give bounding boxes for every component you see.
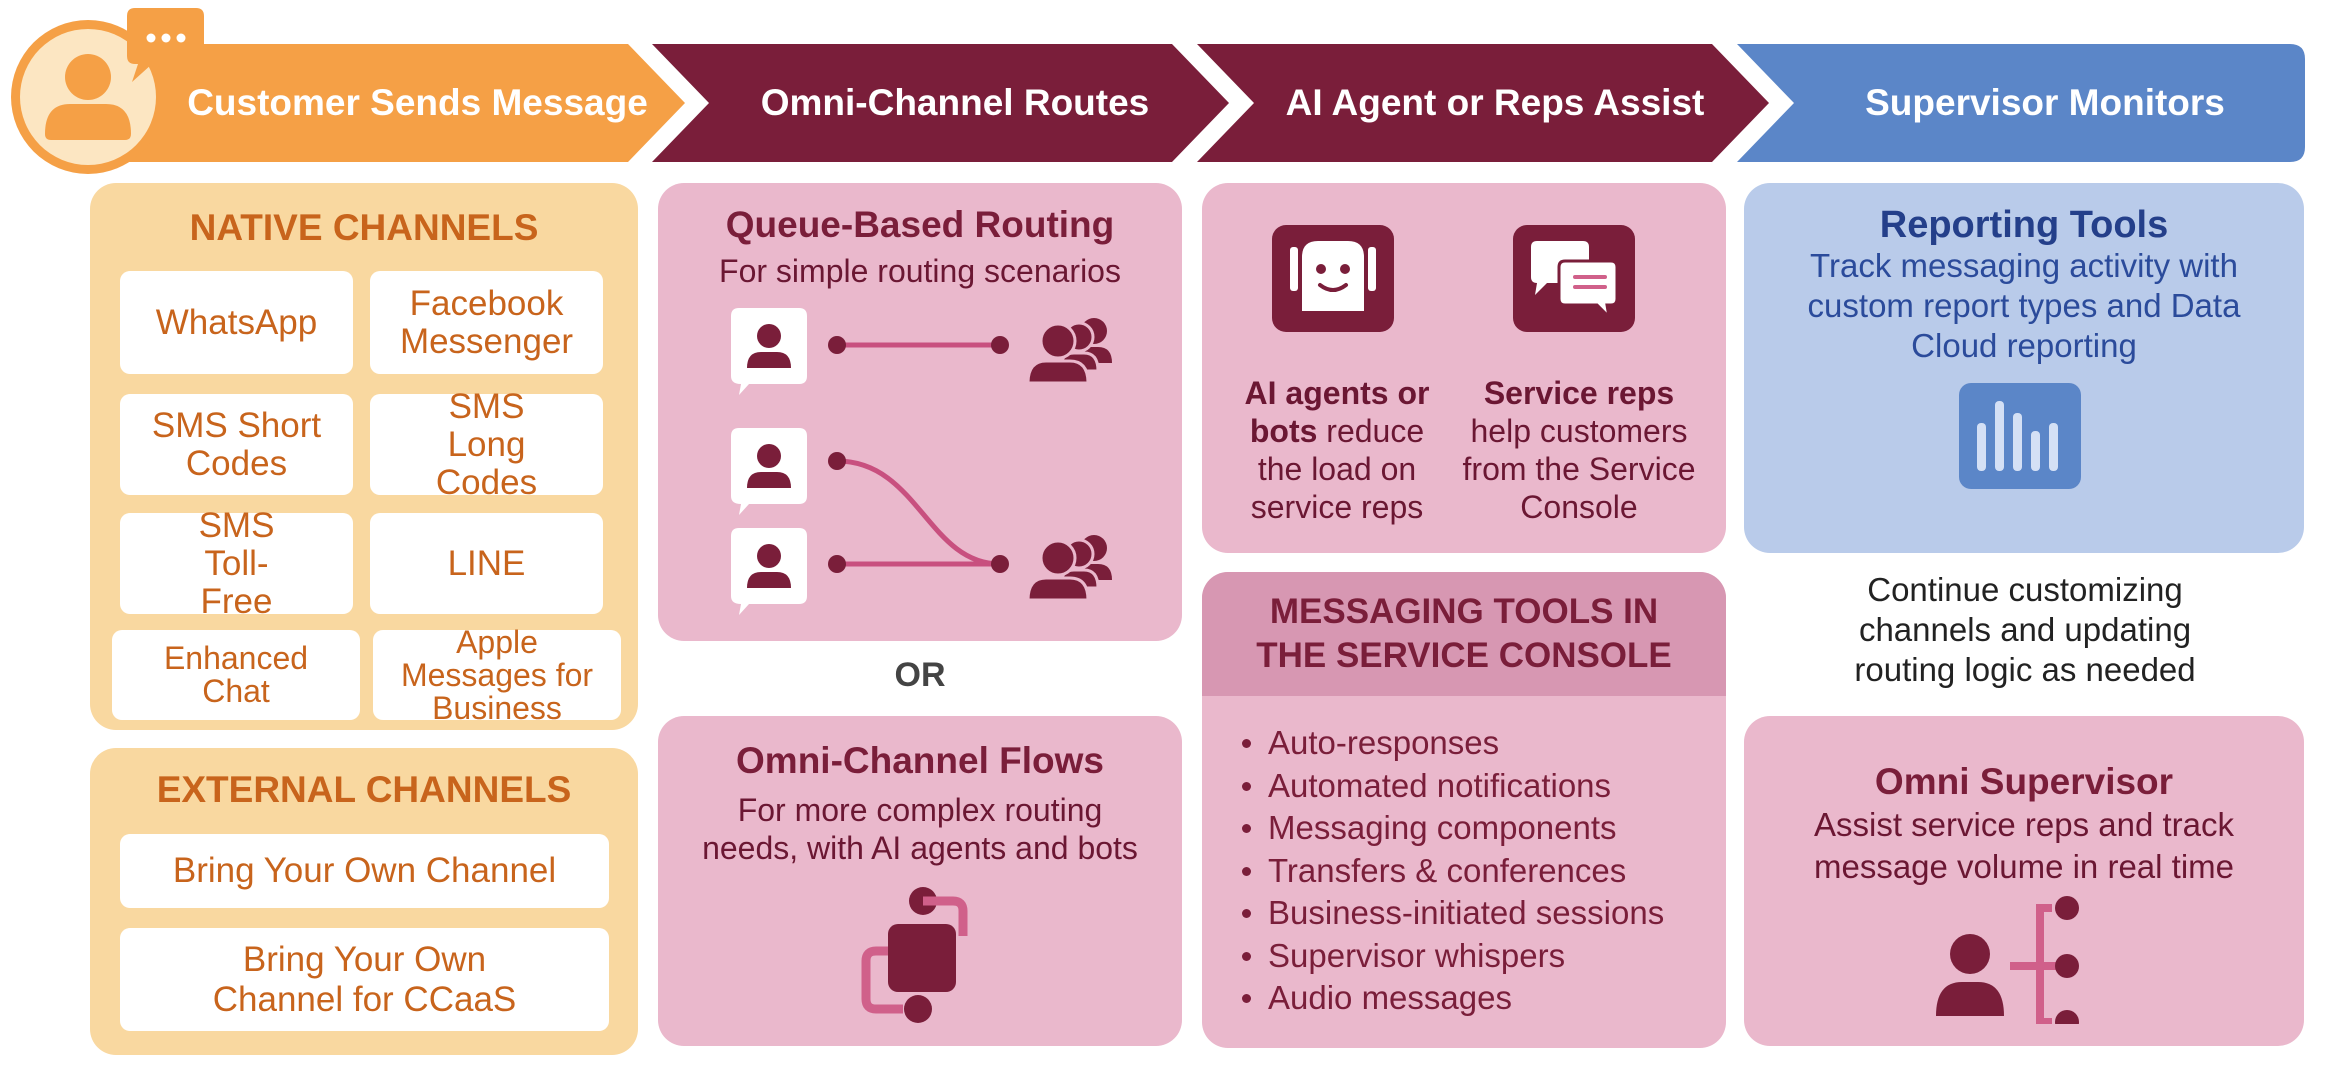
omni-supervisor-title: Omni Supervisor — [1874, 761, 2174, 802]
queue-routing-diagram — [731, 308, 1114, 615]
step-2-chevron — [652, 44, 1229, 162]
reporting-panel: Reporting Tools Track messaging activity… — [1744, 183, 2304, 553]
native-channels-title: NATIVE CHANNELS — [189, 207, 539, 248]
tool-item: Auto-responses — [1238, 722, 1664, 765]
queue-routing-subtitle: For simple routing scenarios — [719, 253, 1121, 289]
channel-sms-toll-free: SMS Toll-Free — [120, 506, 353, 620]
flow-icon — [861, 887, 968, 1023]
tool-item: Automated notifications — [1238, 765, 1664, 808]
service-reps-bold: Service reps — [1483, 375, 1675, 411]
channel-facebook-messenger: Facebook Messenger — [370, 271, 603, 374]
omni-flows-title: Omni-Channel Flows — [736, 740, 1104, 781]
channel-whatsapp: WhatsApp — [120, 271, 353, 374]
service-reps-rest: help customers from the Service Console — [1462, 413, 1696, 525]
channel-apple-messages: Apple Messages for Business — [373, 625, 621, 724]
bot-icon — [1272, 225, 1394, 332]
omni-flows-panel: Omni-Channel Flows For more complex rout… — [658, 716, 1182, 1046]
messaging-tools-list: Auto-responses Automated notifications M… — [1238, 722, 1664, 1020]
messaging-tools-title: MESSAGING TOOLS IN THE SERVICE CONSOLE — [1256, 592, 1672, 675]
omni-supervisor-text: Assist service reps and track message vo… — [1813, 806, 2234, 885]
messaging-tools-panel: MESSAGING TOOLS IN THE SERVICE CONSOLE A… — [1202, 572, 1726, 1048]
channel-byoc: Bring Your Own Channel — [120, 834, 609, 908]
supervisor-hierarchy-icon — [1936, 896, 2079, 1024]
continue-text: Continue customizing channels and updati… — [1854, 571, 2196, 688]
rep-group-icon-1 — [1026, 316, 1114, 385]
step-4-label: Supervisor Monitors — [1865, 82, 2225, 123]
tool-item: Business-initiated sessions — [1238, 892, 1664, 935]
channel-enhanced-chat: Enhanced Chat — [112, 630, 360, 720]
messaging-tools-header: MESSAGING TOOLS IN THE SERVICE CONSOLE — [1202, 572, 1726, 696]
queue-routing-title: Queue-Based Routing — [725, 204, 1115, 245]
rep-group-icon-2 — [1026, 533, 1114, 602]
tool-item: Transfers & conferences — [1238, 850, 1664, 893]
ai-agents-text: AI agents or bots reduce the load on ser… — [1232, 374, 1442, 526]
customer-avatar-icon — [11, 20, 165, 174]
channel-byoc-ccaas: Bring Your Own Channel for CCaaS — [120, 928, 609, 1031]
channel-sms-short-codes: SMS Short Codes — [120, 394, 353, 495]
channel-line: LINE — [370, 513, 603, 614]
bar-chart-icon — [1959, 383, 2081, 489]
external-channels-panel: EXTERNAL CHANNELS Bring Your Own Channel… — [90, 748, 638, 1055]
or-label: OR — [894, 655, 946, 694]
reporting-text: Track messaging activity with custom rep… — [1807, 247, 2241, 364]
tool-item: Messaging components — [1238, 807, 1664, 850]
service-reps-text: Service reps help customers from the Ser… — [1452, 374, 1706, 526]
omni-flows-subtitle: For more complex routing needs, with AI … — [702, 792, 1138, 866]
ai-agents-bold: AI agents or bots — [1244, 375, 1430, 449]
tool-item: Audio messages — [1238, 977, 1664, 1020]
native-channels-panel: NATIVE CHANNELS WhatsApp Facebook Messen… — [90, 183, 638, 730]
step-2-label: Omni-Channel Routes — [760, 82, 1150, 123]
header-chevrons — [11, 8, 2305, 174]
step-3-chevron — [1197, 44, 1769, 162]
step-1-chevron — [95, 44, 685, 162]
omni-supervisor-panel: Omni Supervisor Assist service reps and … — [1744, 716, 2304, 1046]
tool-item: Supervisor whispers — [1238, 935, 1664, 978]
reporting-title: Reporting Tools — [1879, 203, 2169, 246]
customer-icon-2 — [731, 428, 807, 515]
chat-bubble-icon — [127, 8, 204, 82]
customer-icon-1 — [731, 308, 807, 395]
external-channels-title: EXTERNAL CHANNELS — [156, 769, 572, 810]
step-1-label: Customer Sends Message — [187, 82, 648, 123]
step-3-label: AI Agent or Reps Assist — [1285, 82, 1705, 123]
channel-sms-long-codes: SMS Long Codes — [370, 387, 603, 501]
ai-agents-rest: reduce the load on service reps — [1250, 413, 1425, 525]
customer-icon-3 — [731, 528, 807, 615]
chat-messages-icon — [1513, 225, 1635, 332]
step-4-chevron — [1737, 44, 2305, 162]
